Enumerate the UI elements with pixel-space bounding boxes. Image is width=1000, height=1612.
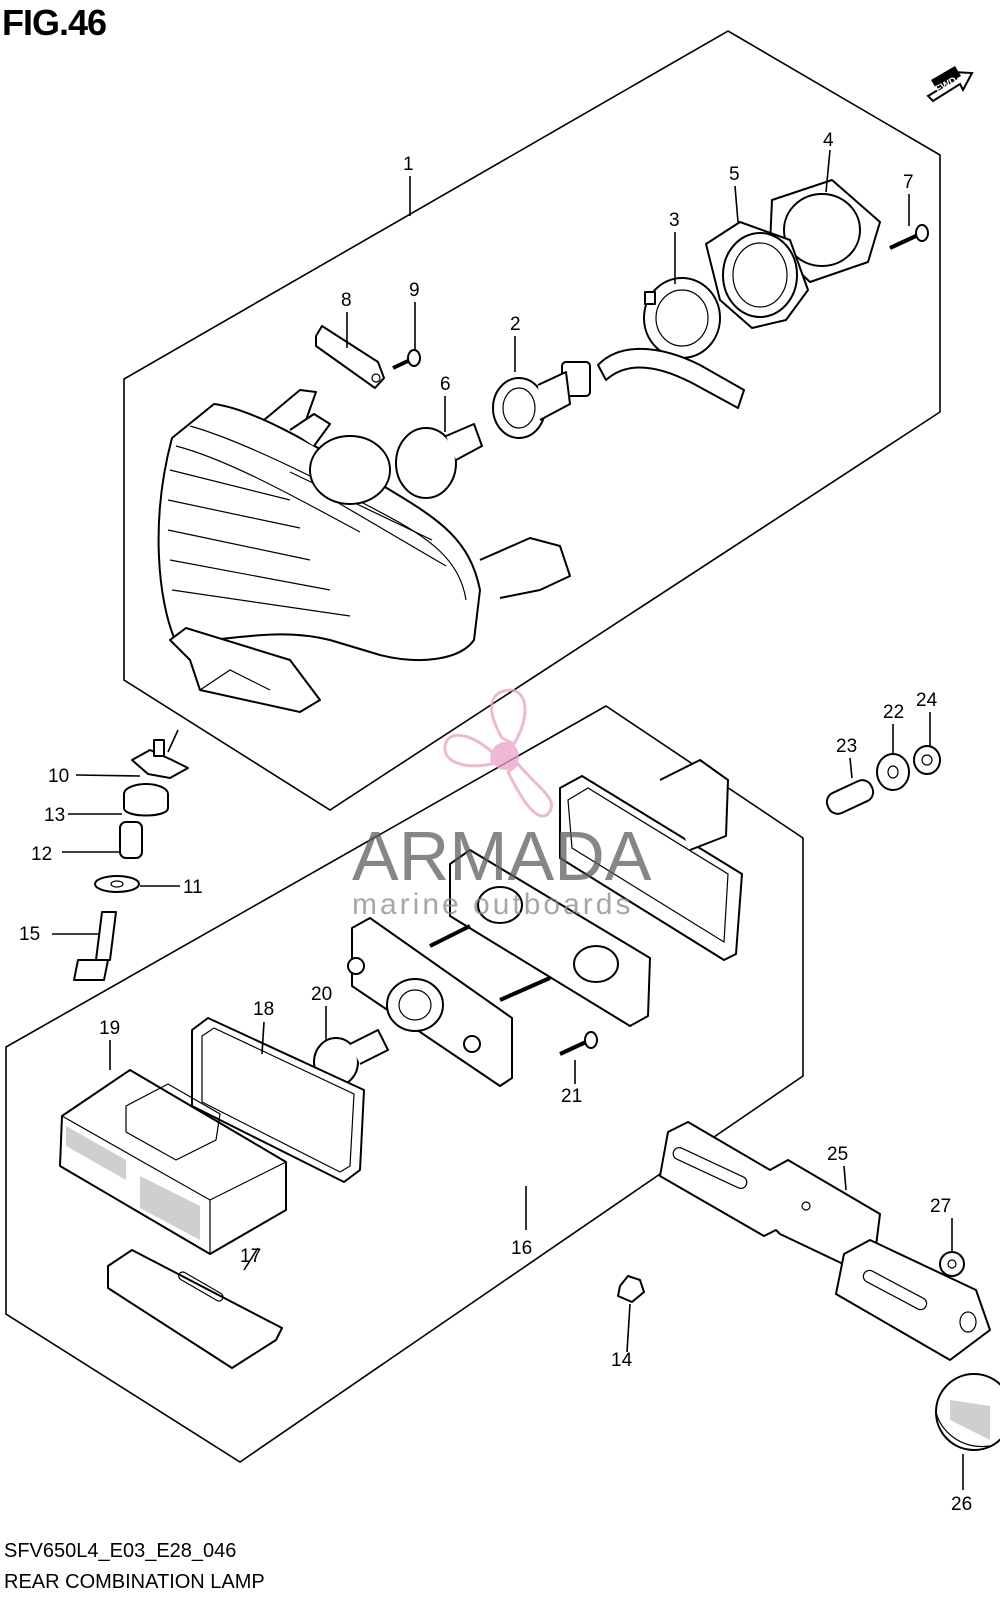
callout-13: 13 — [44, 805, 65, 826]
callout-4: 4 — [823, 130, 834, 151]
watermark-brand: ARMADA — [352, 817, 652, 895]
nut-part-10 — [131, 739, 189, 779]
collar-part-12 — [119, 821, 143, 859]
gasket-plate-part — [769, 179, 881, 283]
bolt-part-15 — [73, 911, 117, 981]
lamp-base-part — [347, 917, 551, 1087]
clip-part-14 — [617, 1275, 645, 1303]
lens-part-19 — [59, 1069, 287, 1255]
callout-1: 1 — [403, 154, 414, 175]
callout-14: 14 — [611, 1350, 633, 1371]
callout-2: 2 — [510, 314, 521, 335]
callout-27: 27 — [930, 1196, 951, 1217]
callout-15: 15 — [19, 924, 40, 945]
tail-lamp-housing-part — [157, 389, 571, 713]
lower-assembly-outline — [5, 705, 804, 1463]
license-lamp-body-part — [449, 849, 651, 1027]
callout-labels: 1 2 3 4 5 6 7 8 9 10 11 12 13 14 15 16 1… — [19, 130, 972, 1515]
socket-ring-part — [705, 221, 809, 329]
callout-24: 24 — [916, 690, 938, 711]
screw-part-9 — [392, 349, 421, 370]
callout-6: 6 — [440, 374, 451, 395]
holder-ring-part — [643, 277, 721, 359]
callout-23: 23 — [836, 736, 857, 757]
fwd-arrow-icon: FWD — [926, 66, 974, 103]
license-lamp-frame-part — [559, 759, 743, 961]
cushion-part-13 — [123, 783, 169, 817]
round-reflector-part-26 — [935, 1373, 1000, 1451]
callout-10: 10 — [48, 766, 69, 787]
callout-26: 26 — [951, 1494, 972, 1515]
screw-part-21 — [559, 1031, 598, 1056]
model-code: SFV650L4_E03_E28_046 — [4, 1540, 237, 1562]
figure-name: REAR COMBINATION LAMP — [4, 1571, 265, 1593]
callout-5: 5 — [729, 164, 740, 185]
callout-20: 20 — [311, 984, 332, 1005]
watermark-tagline: marine outboards — [352, 888, 633, 921]
callout-25: 25 — [827, 1144, 848, 1165]
leader-lines — [52, 149, 964, 1490]
collar-part-23 — [825, 779, 875, 815]
callout-18: 18 — [253, 999, 274, 1020]
callout-9: 9 — [409, 280, 420, 301]
figure-title: FIG.46 — [2, 2, 107, 43]
callout-16: 16 — [511, 1238, 532, 1259]
callout-12: 12 — [31, 844, 52, 865]
bulb-part-6 — [395, 423, 483, 499]
bracket-lower-part-25 — [835, 1239, 991, 1361]
screw-part-7 — [889, 224, 929, 250]
callout-22: 22 — [883, 702, 904, 723]
nut-part-27 — [939, 1251, 965, 1277]
callout-11: 11 — [183, 877, 203, 898]
bulb-socket-part — [492, 347, 745, 439]
wire-clip-part — [315, 325, 385, 389]
callout-19: 19 — [99, 1018, 120, 1039]
reflector-part-17 — [107, 1249, 283, 1369]
callout-7: 7 — [903, 172, 914, 193]
nut-part-24 — [913, 745, 941, 775]
callout-17: 17 — [240, 1246, 261, 1267]
callout-21: 21 — [561, 1086, 582, 1107]
washer-part-22 — [876, 753, 910, 791]
upper-assembly-outline — [123, 30, 941, 811]
callout-8: 8 — [341, 290, 352, 311]
watermark-propeller-icon — [443, 688, 554, 818]
callout-3: 3 — [669, 210, 680, 231]
washer-part-11 — [94, 875, 140, 893]
